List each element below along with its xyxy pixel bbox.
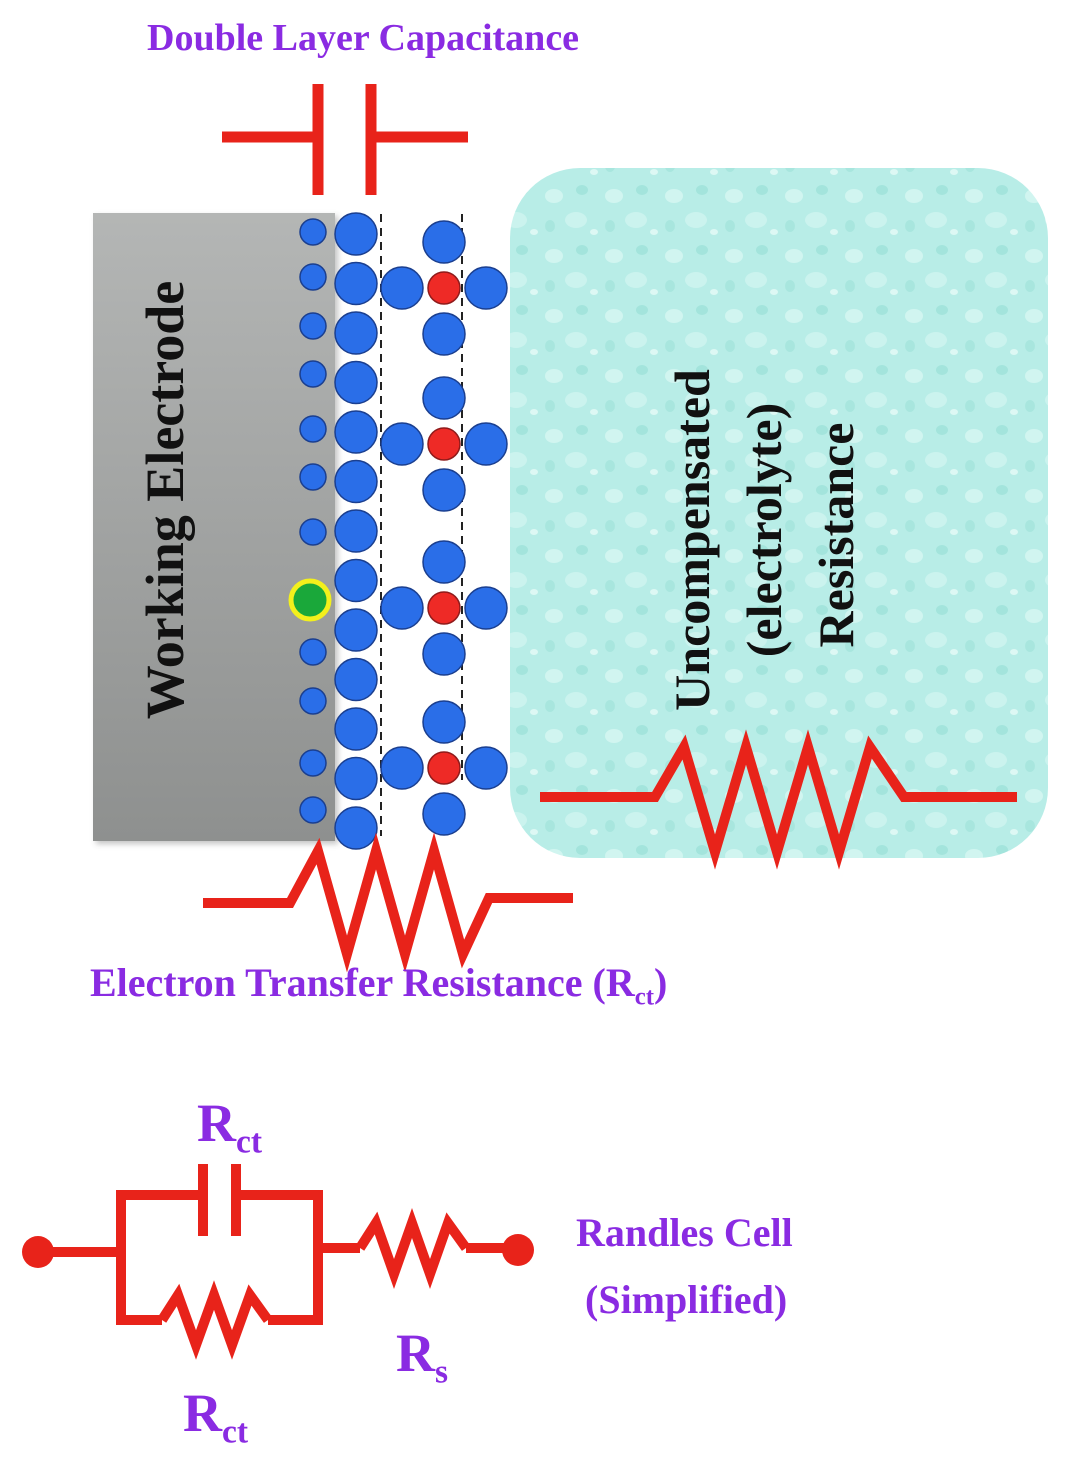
inner-layer-ion: [334, 558, 378, 603]
solvent-molecule: [464, 586, 508, 630]
uncompensated-label-line3: Resistance: [808, 422, 864, 648]
working-electrode-block: [93, 213, 335, 841]
adsorbed-ion: [299, 463, 327, 491]
solvent-molecule: [422, 312, 466, 356]
inner-layer-ion: [334, 410, 378, 454]
resistor-icon: [355, 1207, 471, 1290]
ion-layer: [288, 212, 508, 850]
uncompensated-label-line2: (electrolyte): [736, 402, 792, 658]
randles-circuit: [38, 1164, 518, 1360]
solvent-molecule: [422, 792, 466, 836]
adsorbed-ion: [299, 796, 327, 824]
solvent-molecule: [380, 266, 424, 310]
inner-layer-ion: [334, 509, 378, 553]
adsorbed-ion: [299, 415, 327, 443]
solvated-cation: [427, 271, 461, 305]
solvent-molecule: [464, 266, 508, 310]
solvent-molecule: [464, 746, 508, 790]
solvent-molecule: [422, 220, 466, 264]
solvent-molecule: [380, 746, 424, 790]
solvent-molecule: [422, 376, 466, 420]
adsorbed-ion: [299, 749, 327, 777]
uncompensated-label-line1: Uncompensated: [664, 369, 720, 711]
adsorbed-ion: [299, 218, 327, 246]
adsorbed-ion: [299, 687, 327, 715]
inner-layer-ion: [334, 657, 378, 702]
inner-layer-ion: [334, 311, 378, 355]
solvated-cation: [427, 591, 461, 625]
inner-layer-ion: [334, 459, 378, 504]
solvent-molecule: [422, 540, 466, 584]
capacitor-label: Rct: [197, 1093, 263, 1161]
terminal-dot-icon: [22, 1236, 54, 1268]
solvated-cation: [427, 427, 461, 461]
resistor-icon: [540, 729, 1017, 870]
solvent-molecule: [464, 422, 508, 466]
inner-layer-ion: [334, 608, 378, 652]
inner-layer-ion: [334, 212, 378, 256]
solvent-molecule: [422, 468, 466, 512]
resistor-label: Rct: [183, 1383, 249, 1451]
randles-cell-subtitle: (Simplified): [585, 1277, 788, 1322]
solvated-cation: [427, 751, 461, 785]
inner-layer-ion: [334, 360, 378, 405]
capacitor-icon: [222, 84, 468, 195]
resistor-icon: [157, 1280, 273, 1360]
inner-layer-ion: [334, 756, 378, 801]
adsorbed-ion: [299, 638, 327, 666]
adsorbed-ion: [299, 312, 327, 340]
solvent-molecule: [380, 422, 424, 466]
terminal-dot-icon: [502, 1234, 534, 1266]
inner-layer-ion: [334, 707, 378, 751]
randles-cell-title: Randles Cell: [576, 1210, 793, 1255]
resistor-icon: [203, 832, 573, 973]
specifically-adsorbed-ion: [288, 578, 332, 622]
double-layer-label: Double Layer Capacitance: [147, 17, 580, 59]
inner-layer-ion: [334, 261, 378, 306]
adsorbed-ion: [299, 360, 327, 388]
solvent-molecule: [422, 632, 466, 676]
solvent-molecule: [380, 586, 424, 630]
working-electrode-label: Working Electrode: [135, 280, 195, 720]
series-resistor-label: Rs: [396, 1323, 449, 1391]
inner-layer-ion: [334, 806, 378, 850]
solvent-molecule: [422, 700, 466, 744]
adsorbed-ion: [299, 263, 327, 291]
electrolyte-region: [510, 168, 1048, 858]
electron-transfer-label: Electron Transfer Resistance (Rct): [90, 960, 668, 1011]
adsorbed-ion: [299, 518, 327, 546]
